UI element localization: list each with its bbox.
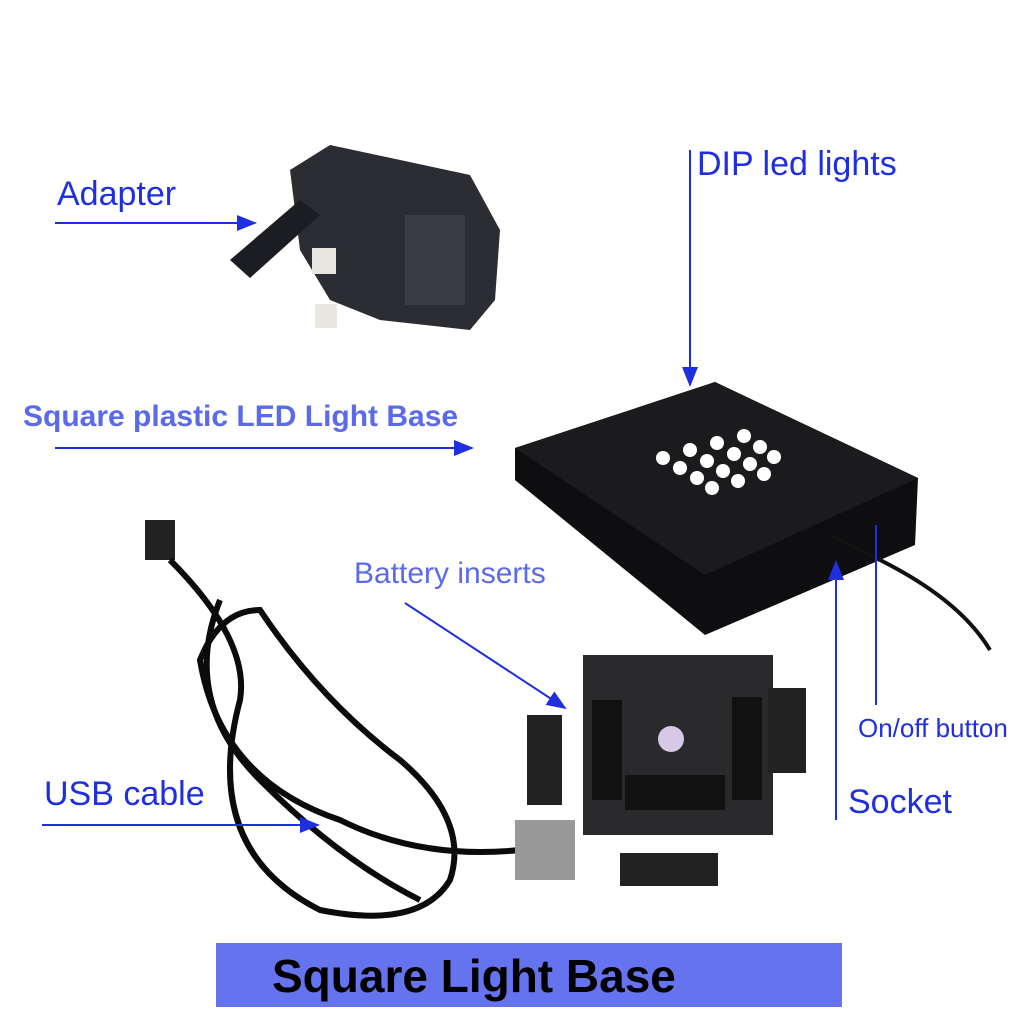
battery-cover-image	[527, 655, 806, 886]
usb-cable-image	[145, 520, 575, 919]
label-socket: Socket	[848, 783, 952, 821]
label-light-base: Square plastic LED Light Base	[23, 400, 459, 433]
banner-title: Square Light Base	[272, 950, 676, 1002]
adapter-image	[230, 145, 500, 330]
label-dip-led-lights: DIP led lights	[697, 145, 897, 183]
light-base-image	[515, 382, 992, 652]
label-on-off-button: On/off button	[858, 713, 1008, 743]
label-battery-inserts: Battery inserts	[354, 557, 546, 590]
annotation-arrows	[42, 150, 877, 833]
label-adapter: Adapter	[57, 175, 177, 213]
led-array	[656, 429, 781, 495]
label-usb-cable: USB cable	[44, 775, 205, 813]
title-banner: Square Light Base	[216, 943, 842, 1007]
